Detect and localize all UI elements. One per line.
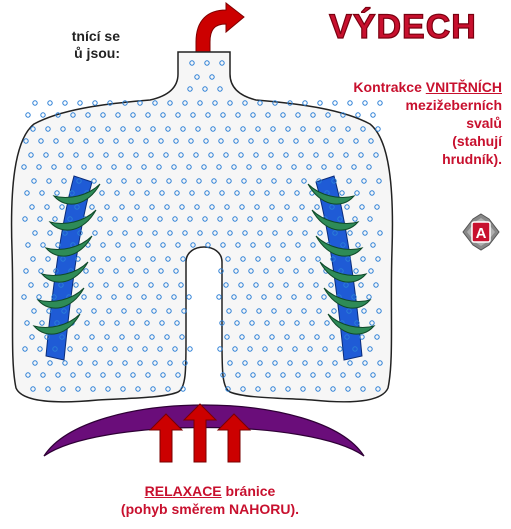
air-particle: [41, 113, 45, 117]
caption-line-2: (pohyb směrem NAHORU).: [80, 500, 340, 518]
air-particle: [187, 295, 191, 299]
air-particle: [378, 101, 382, 105]
air-particle: [217, 295, 221, 299]
air-particle: [188, 347, 192, 351]
exhale-arrow: [196, 3, 244, 54]
air-particle: [78, 101, 82, 105]
air-particle: [318, 101, 322, 105]
air-particle: [376, 127, 380, 131]
caption-line-1: RELAXACE bránice: [80, 482, 340, 500]
air-particle: [303, 101, 307, 105]
caption-rest: bránice: [222, 483, 276, 499]
caption-emphasis: RELAXACE: [145, 483, 222, 499]
air-particle: [371, 113, 375, 117]
air-particle: [26, 113, 30, 117]
air-particle: [348, 101, 352, 105]
caption: RELAXACE bránice (pohyb směrem NAHORU).: [80, 482, 340, 518]
air-particle: [333, 101, 337, 105]
air-particle: [93, 101, 97, 105]
air-particle: [356, 113, 360, 117]
air-particle: [63, 101, 67, 105]
air-particle: [33, 101, 37, 105]
air-particle: [363, 101, 367, 105]
air-particle: [48, 101, 52, 105]
